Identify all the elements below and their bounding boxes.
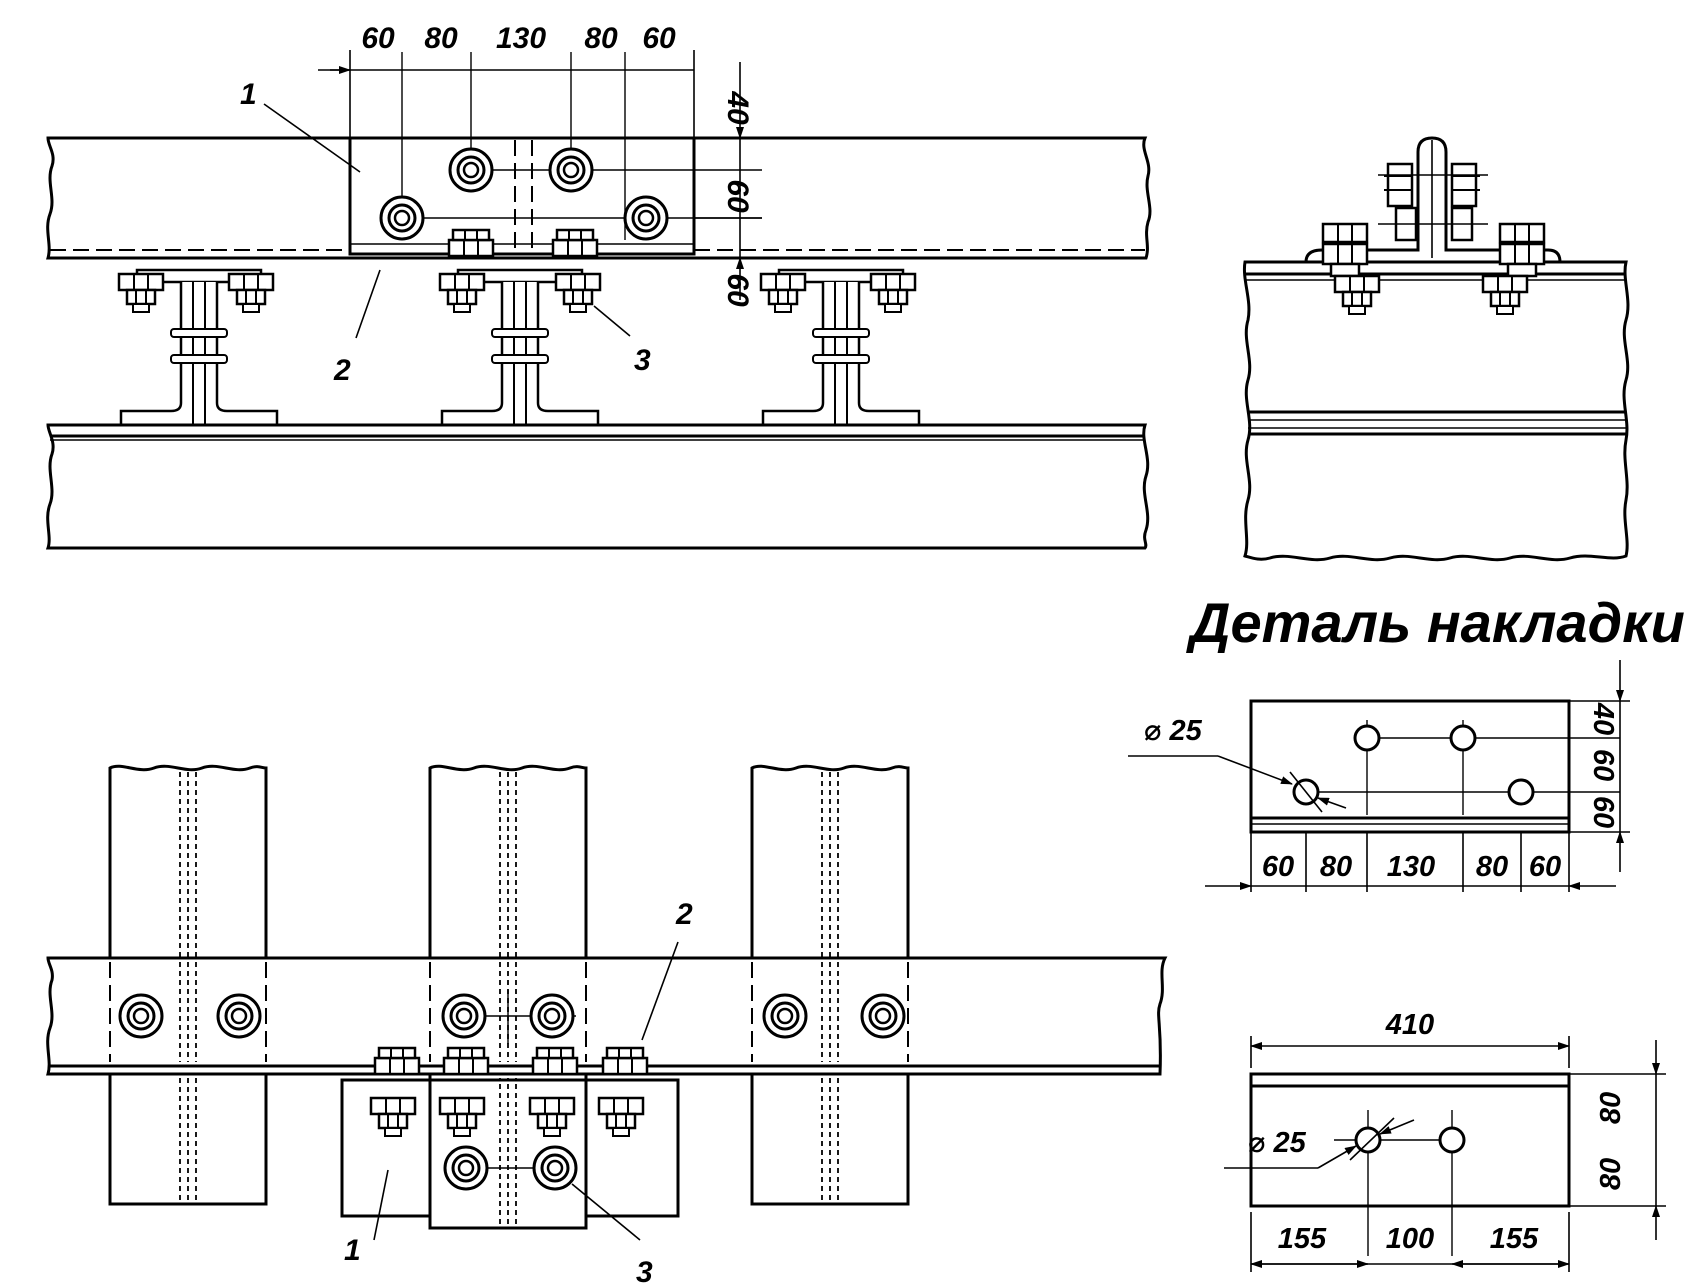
plate-dim-bottom-1: 60	[1262, 851, 1294, 883]
angle-dim-right-80-a: 80	[1595, 1092, 1627, 1124]
elevation-view	[45, 52, 1152, 550]
dim-top-1: 60	[361, 22, 395, 55]
callout-2: 2	[333, 354, 351, 387]
splice-plate-detail: ⌀ 25 60 80 130 80 60 40 60 60	[1128, 660, 1630, 892]
plan-bolt	[216, 993, 262, 1039]
plate-hole	[1353, 724, 1381, 752]
dim-top-4: 80	[584, 22, 618, 55]
plan-bolt	[762, 993, 808, 1039]
dim-right-60-b: 60	[721, 273, 754, 307]
plate-dim-right-40: 40	[1587, 702, 1619, 735]
detail-title: Деталь накладки	[1186, 591, 1685, 654]
plate-hole	[1449, 724, 1477, 752]
plan-callouts: 2 1 3	[344, 898, 693, 1288]
plan-bolt	[443, 1145, 489, 1191]
plan-nut-top	[373, 1046, 421, 1076]
angle-pair	[1304, 136, 1562, 264]
plate-dim-right-60-b: 60	[1587, 796, 1619, 828]
plate-dim-bottom-2: 80	[1320, 851, 1352, 883]
angle-hole-diameter: ⌀ 25	[1248, 1127, 1307, 1159]
callout-3: 3	[634, 344, 651, 377]
plan-bolt	[860, 993, 906, 1039]
angle-dim-right-80-b: 80	[1595, 1158, 1627, 1190]
angle-dim-bottom-3: 155	[1490, 1223, 1539, 1255]
elevation-callouts: 1 2 3	[240, 78, 651, 387]
angle-dim-bottom-2: 100	[1386, 1223, 1434, 1255]
cross-section-view	[1242, 136, 1630, 562]
bolt-head	[379, 195, 425, 241]
angle-hole	[1438, 1126, 1466, 1154]
plan-callout-1: 1	[344, 1234, 361, 1267]
nut-below-beam	[554, 272, 602, 314]
nut-below-beam	[227, 272, 275, 314]
plan-view	[46, 764, 1168, 1230]
nut-on-flange	[447, 228, 495, 258]
plate-dim-right-60-a: 60	[1587, 749, 1619, 781]
plan-bolt	[118, 993, 164, 1039]
lower-beam-outline	[45, 423, 1150, 550]
plan-bolt	[441, 993, 487, 1039]
dim-top-5: 60	[642, 22, 676, 55]
plate-dim-bottom-3: 130	[1387, 851, 1435, 883]
angle-hole	[1354, 1126, 1382, 1154]
plate-dim-bottom-4: 80	[1476, 851, 1508, 883]
dim-top-3: 130	[496, 22, 546, 55]
plan-bolt	[529, 993, 575, 1039]
angle-overall-length: 410	[1385, 1009, 1434, 1041]
bolt-head	[448, 147, 494, 193]
plate-dim-bottom-5: 60	[1529, 851, 1561, 883]
bolt-head	[623, 195, 669, 241]
dim-right-60-a: 60	[721, 179, 754, 213]
callout-1: 1	[240, 78, 257, 111]
nut-below-beam	[438, 272, 486, 314]
plan-nut-top	[442, 1046, 490, 1076]
nut-below-beam	[117, 272, 165, 314]
plan-nut-top	[531, 1046, 579, 1076]
angle-dim-bottom-1: 155	[1278, 1223, 1327, 1255]
bolt-head	[548, 147, 594, 193]
plan-callout-2: 2	[675, 898, 693, 931]
plan-bolt	[532, 1145, 578, 1191]
nut-below-beam	[759, 272, 807, 314]
nut-below-beam	[869, 272, 917, 314]
nut-on-flange	[551, 228, 599, 258]
web-bolt-right	[1450, 162, 1480, 242]
dim-right-40: 40	[721, 90, 754, 125]
plan-beam	[46, 956, 1168, 1076]
plate-hole	[1507, 778, 1535, 806]
plan-callout-3: 3	[636, 1256, 653, 1288]
plan-nut-top	[601, 1046, 649, 1076]
dim-top-2: 80	[424, 22, 458, 55]
plate-hole-diameter: ⌀ 25	[1144, 715, 1203, 747]
angle-detail: ⌀ 25 410 155 100 155 80 80	[1224, 1009, 1666, 1272]
elevation-dimensions: 60 80 130 80 60 40 60 60	[318, 22, 762, 307]
